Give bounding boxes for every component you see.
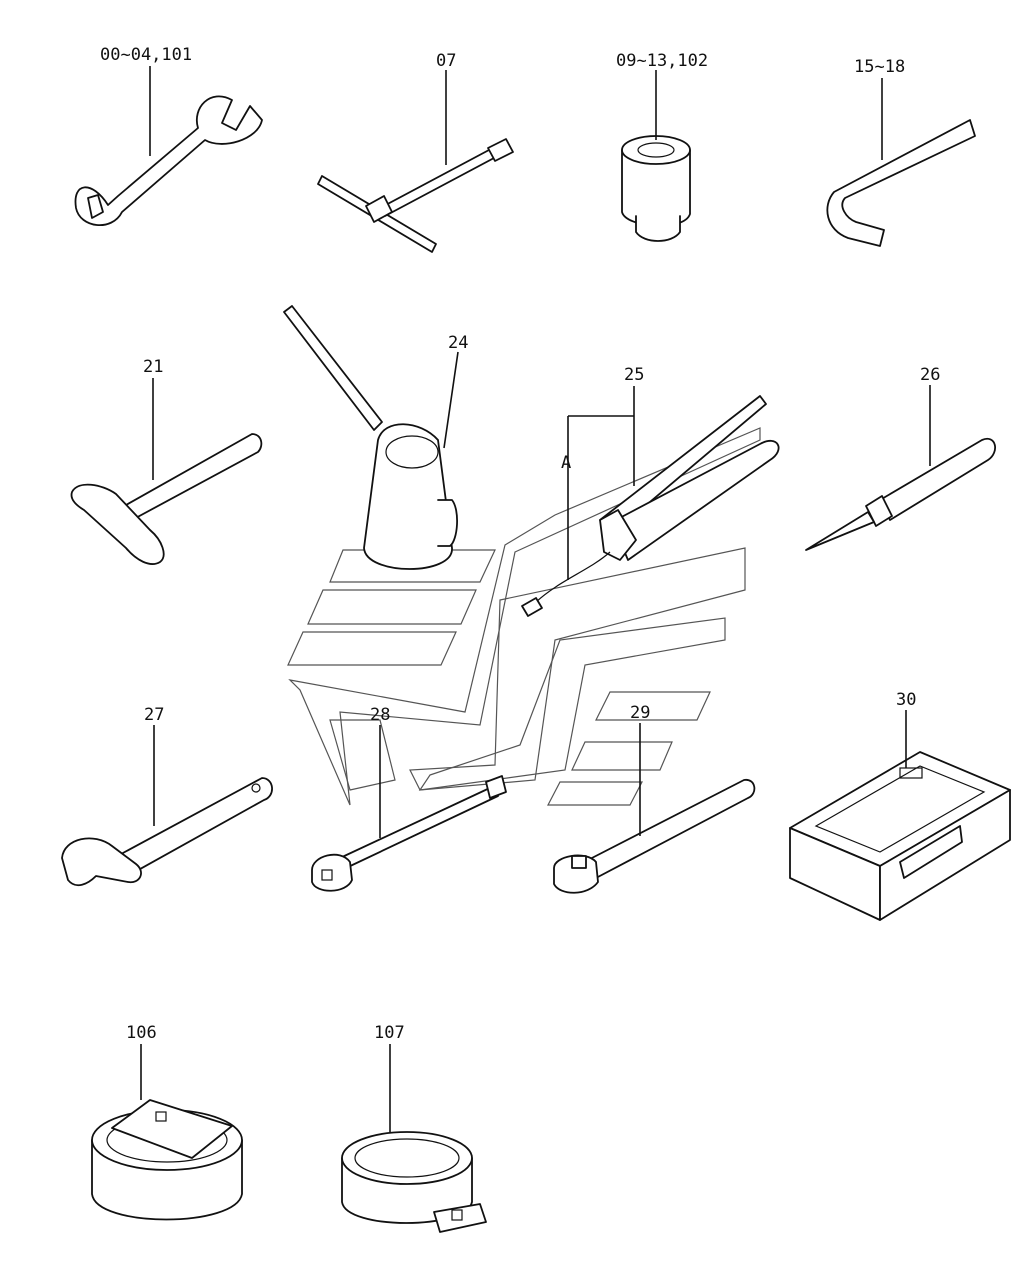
label-tool-box: 30	[896, 690, 916, 710]
label-wrench: 00~04,101	[100, 45, 192, 65]
filter-wrench-107-illustration	[341, 1131, 487, 1233]
label-t-handle: 07	[436, 51, 456, 71]
hammer-illustration	[70, 433, 263, 565]
label-socket: 09~13,102	[616, 51, 708, 71]
extension-bar-illustration	[311, 775, 507, 892]
label-hex-key: 15~18	[854, 57, 905, 77]
adjustable-wrench-illustration	[61, 777, 273, 887]
filter-wrench-106-illustration	[91, 1099, 243, 1221]
label-oil-can: 24	[448, 333, 468, 353]
label-filter-wrench-106: 106	[126, 1023, 157, 1043]
tool-box-illustration	[789, 751, 1011, 921]
screwdriver-illustration	[805, 437, 996, 551]
socket-illustration	[621, 135, 691, 242]
label-screwdriver: 26	[920, 365, 940, 385]
hex-key-illustration	[826, 119, 976, 247]
label-grease-gun: 25	[624, 365, 644, 385]
leader-oil-can	[443, 351, 459, 449]
label-adjustable-wrench: 27	[144, 705, 164, 725]
open-end-wrench-illustration	[74, 95, 263, 227]
label-hammer: 21	[143, 357, 163, 377]
t-handle-wrench-illustration	[317, 138, 514, 253]
grease-gun-illustration	[521, 395, 780, 617]
label-grease-gun-a: A	[561, 453, 571, 473]
label-ratchet: 29	[630, 703, 650, 723]
ratchet-handle-illustration	[553, 779, 756, 894]
label-extension: 28	[370, 705, 390, 725]
oil-can-illustration	[283, 305, 458, 570]
label-filter-wrench-107: 107	[374, 1023, 405, 1043]
